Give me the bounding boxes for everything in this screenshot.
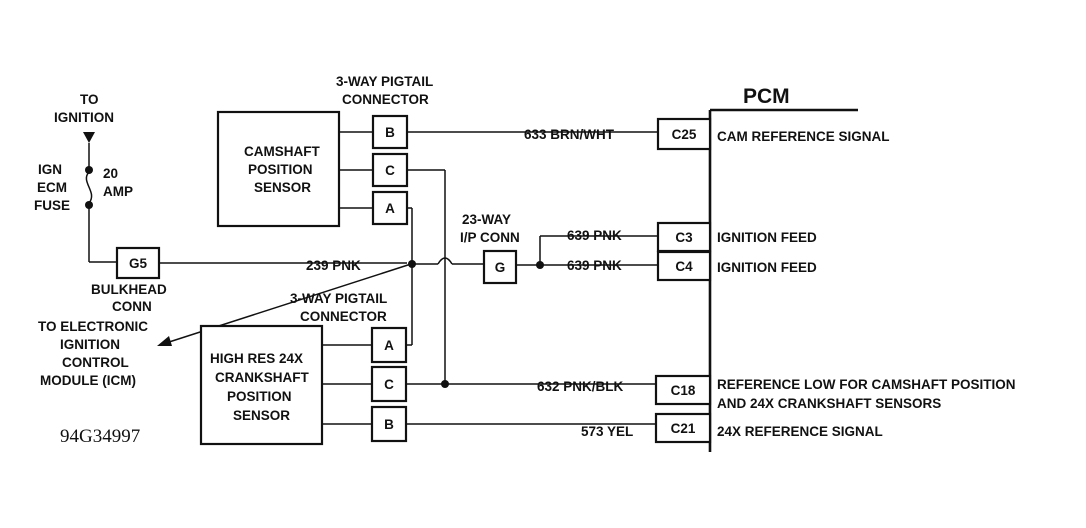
fuse-label-2: ECM	[37, 180, 67, 195]
wire-632-label: 632 PNK/BLK	[537, 379, 624, 394]
cam-pin-a-box	[371, 190, 409, 226]
wire-639b-label: 639 PNK	[567, 258, 622, 273]
camshaft-sensor-label-1: CAMSHAFT	[244, 144, 320, 159]
wire-573-label: 573 YEL	[581, 424, 633, 439]
fuse-terminal-top	[85, 166, 93, 174]
camshaft-connector-label-1: 3-WAY PIGTAIL	[336, 74, 433, 89]
camshaft-sensor: CAMSHAFT POSITION SENSOR 3-WAY PIGTAIL C…	[216, 74, 433, 228]
crankshaft-sensor-label-4: SENSOR	[233, 408, 290, 423]
pcm-c4-desc: IGNITION FEED	[717, 260, 817, 275]
ip-conn-label-1: 23-WAY	[462, 212, 511, 227]
crankshaft-sensor-label-3: POSITION	[227, 389, 292, 404]
cam-pin-c-box	[371, 152, 409, 188]
to-ignition-label-1: TO	[80, 92, 99, 107]
pcm-pin-c25-box	[656, 117, 712, 151]
pcm-pin-c4-box	[656, 250, 712, 282]
figure-code: 94G34997	[60, 426, 140, 447]
pcm-pin-c21-box	[654, 412, 712, 444]
cam-pin-b: B	[385, 125, 395, 140]
pcm: PCM C25 CAM REFERENCE SIGNAL C3 IGNITION…	[654, 85, 1016, 452]
interconnect-wiring: 633 BRN/WHT 632 PNK/BLK 573 YEL	[406, 127, 658, 439]
icm-label-2: IGNITION	[60, 337, 120, 352]
ip-connector: 23-WAY I/P CONN G 639 PNK 639 PNK	[460, 212, 658, 285]
crankshaft-sensor-box	[199, 324, 324, 446]
g5-connector-label: G5	[129, 256, 148, 271]
pcm-c18-desc-2: AND 24X CRANKSHAFT SENSORS	[717, 396, 941, 411]
to-ignition-arrow	[83, 132, 95, 143]
camshaft-connector-label-2: CONNECTOR	[342, 92, 429, 107]
to-ignition-label-2: IGNITION	[54, 110, 114, 125]
wire-633-label: 633 BRN/WHT	[524, 127, 615, 142]
fuse-terminal-bottom	[85, 201, 93, 209]
bulkhead-label-1: BULKHEAD	[91, 282, 167, 297]
pcm-pin-c4: C4	[675, 259, 693, 274]
crankshaft-sensor-label-2: CRANKSHAFT	[215, 370, 309, 385]
ip-connector-box	[482, 249, 518, 285]
pcm-pin-c3: C3	[675, 230, 693, 245]
icm-label-4: MODULE (ICM)	[40, 373, 136, 388]
crankshaft-sensor: HIGH RES 24X CRANKSHAFT POSITION SENSOR …	[199, 291, 408, 446]
pcm-c25-desc: CAM REFERENCE SIGNAL	[717, 129, 890, 144]
fuse-label-3: FUSE	[34, 198, 70, 213]
crank-pin-c: C	[384, 377, 394, 392]
pcm-pin-c3-box	[656, 221, 712, 253]
ip-connector-pin: G	[495, 260, 506, 275]
pcm-c3-desc: IGNITION FEED	[717, 230, 817, 245]
pcm-pin-c18-box	[654, 374, 712, 406]
wire-639a-label: 639 PNK	[567, 228, 622, 243]
icm-arrow	[157, 336, 172, 346]
pcm-c18-desc-1: REFERENCE LOW FOR CAMSHAFT POSITION	[717, 377, 1016, 392]
amp-label-2: AMP	[103, 184, 133, 199]
crank-pin-b: B	[384, 417, 394, 432]
pcm-pin-c18: C18	[671, 383, 696, 398]
crankshaft-sensor-label-1: HIGH RES 24X	[210, 351, 303, 366]
fuse-label-1: IGN	[38, 162, 62, 177]
bulkhead-label-2: CONN	[112, 299, 152, 314]
pcm-pin-c25: C25	[672, 127, 697, 142]
camshaft-sensor-label-2: POSITION	[248, 162, 313, 177]
crankshaft-connector-label-2: CONNECTOR	[300, 309, 387, 324]
ip-conn-label-2: I/P CONN	[460, 230, 520, 245]
bulkhead-connector: G5 BULKHEAD CONN	[91, 246, 167, 314]
crank-pin-a: A	[384, 338, 394, 353]
icm-label-3: CONTROL	[62, 355, 129, 370]
cam-pin-b-box	[371, 114, 409, 150]
fuse-icon	[85, 171, 93, 204]
camshaft-sensor-label-3: SENSOR	[254, 180, 311, 195]
cam-pin-a: A	[385, 201, 395, 216]
wire-239-pnk-label: 239 PNK	[306, 258, 361, 273]
pcm-c21-desc: 24X REFERENCE SIGNAL	[717, 424, 883, 439]
cam-pin-c: C	[385, 163, 395, 178]
pcm-pin-c21: C21	[671, 421, 696, 436]
camshaft-sensor-box	[216, 110, 341, 228]
pcm-title: PCM	[743, 85, 790, 108]
ignition-feed: TO IGNITION IGN ECM FUSE 20 AMP	[34, 92, 133, 263]
crankshaft-connector-label-1: 3-WAY PIGTAIL	[290, 291, 387, 306]
amp-label-1: 20	[103, 166, 118, 181]
icm-label-1: TO ELECTRONIC	[38, 319, 148, 334]
